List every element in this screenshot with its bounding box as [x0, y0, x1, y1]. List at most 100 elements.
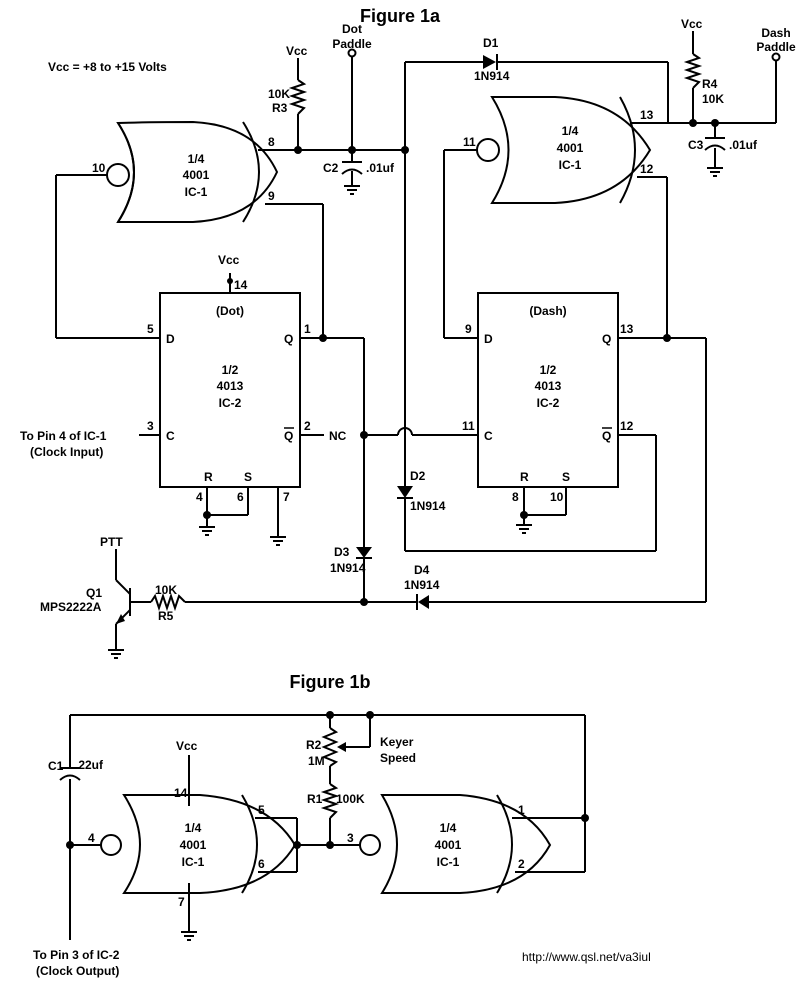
- keyer-speed-label: Speed: [380, 751, 416, 765]
- ff-fraction: 1/2: [222, 363, 239, 377]
- gate-fraction: 1/4: [185, 821, 202, 835]
- c1-label: C1: [48, 759, 64, 773]
- r3-value: 10K: [268, 87, 290, 101]
- ff-ic: IC-2: [537, 396, 560, 410]
- pin-number: 11: [462, 419, 475, 433]
- diode-d2: [397, 486, 413, 499]
- pin-number: 14: [174, 786, 188, 800]
- wiring-1a: [55, 31, 777, 650]
- vcc-label: Vcc: [286, 44, 308, 58]
- capacitor-c3: [704, 137, 726, 177]
- capacitor-c2: [341, 161, 363, 195]
- vcc-label: Vcc: [681, 17, 703, 31]
- pin-number: 5: [147, 322, 154, 336]
- ff-name: (Dot): [216, 304, 244, 318]
- pin-s-label: S: [562, 470, 570, 484]
- ff-part: 4013: [217, 379, 244, 393]
- pin-number: 10: [550, 490, 564, 504]
- pin-number: 11: [463, 135, 476, 149]
- pin-number: 13: [640, 108, 654, 122]
- pin-number: 2: [304, 419, 311, 433]
- pin-number: 8: [268, 135, 275, 149]
- pin-number: 9: [465, 322, 472, 336]
- gate-fraction: 1/4: [188, 152, 205, 166]
- d3-label: D3: [334, 545, 350, 559]
- gate-part: 4001: [183, 168, 210, 182]
- pin-d-label: D: [166, 332, 175, 346]
- ground-symbol: [180, 931, 198, 941]
- d4-label: D4: [414, 563, 430, 577]
- dot-paddle-label: Paddle: [332, 37, 372, 51]
- ground-symbol: [515, 524, 533, 534]
- pin-number: 4: [88, 831, 95, 845]
- ground-symbol: [269, 536, 287, 546]
- ff-fraction: 1/2: [540, 363, 557, 377]
- clock-output-label: To Pin 3 of IC-2: [33, 948, 120, 962]
- gate-part: 4001: [435, 838, 462, 852]
- keyer-speed-label: Keyer: [380, 735, 414, 749]
- ptt-label: PTT: [100, 535, 123, 549]
- c3-label: C3: [688, 138, 704, 152]
- dot-paddle-terminal: [347, 48, 357, 58]
- r2-value: 1M: [308, 754, 325, 768]
- gate-ic: IC-1: [182, 855, 205, 869]
- transistor-q1: [107, 579, 131, 659]
- r1-value: 100K: [336, 792, 365, 806]
- pin-number: 13: [620, 322, 634, 336]
- r3-label: R3: [272, 101, 288, 115]
- pin-number: 8: [512, 490, 519, 504]
- d3-part: 1N914: [330, 561, 366, 575]
- pin-number: 10: [92, 161, 106, 175]
- junctions-1b: [66, 711, 589, 849]
- q1-part: MPS2222A: [40, 600, 102, 614]
- pin-number: 1: [304, 322, 311, 336]
- junctions-1a: [203, 119, 719, 606]
- pin-c-label: C: [166, 429, 175, 443]
- c1-value: .22uf: [75, 758, 104, 772]
- r4-label: R4: [702, 77, 718, 91]
- vcc-label: Vcc: [218, 253, 240, 267]
- pin-number: 14: [234, 278, 248, 292]
- potentiometer-r2: [321, 727, 339, 767]
- wiring-1b: [69, 714, 586, 940]
- dash-paddle-label: Paddle: [756, 40, 796, 54]
- pin-qbar-label: Q: [602, 429, 611, 443]
- diode-d3: [356, 547, 372, 559]
- pin-number: 3: [347, 831, 354, 845]
- pin-number: 9: [268, 189, 275, 203]
- pin-r-label: R: [204, 470, 213, 484]
- d2-part: 1N914: [410, 499, 446, 513]
- r5-label: R5: [158, 609, 174, 623]
- nor-gate-ic1-osc-left: 1/4 4001 IC-1: [100, 794, 297, 894]
- pin-number: 5: [258, 803, 265, 817]
- clock-input-label: To Pin 4 of IC-1: [20, 429, 107, 443]
- pin-number: 3: [147, 419, 154, 433]
- gate-part: 4001: [180, 838, 207, 852]
- flip-flop-dot: (Dot) 1/2 4013 IC-2 D C Q Q R S: [159, 292, 301, 488]
- clock-output-label: (Clock Output): [36, 964, 119, 978]
- capacitor-c1: [59, 767, 81, 781]
- gate-ic: IC-1: [185, 185, 208, 199]
- pin-number: 2: [518, 857, 525, 871]
- dash-paddle-label: Dash: [761, 26, 790, 40]
- nor-gate-ic1-dot: 1/4 4001 IC-1: [106, 120, 279, 223]
- pin-number: 12: [620, 419, 634, 433]
- ground-symbol: [198, 526, 216, 536]
- flip-flop-dash: (Dash) 1/2 4013 IC-2 D C Q Q R S: [477, 292, 619, 488]
- pin-q-label: Q: [602, 332, 611, 346]
- gate-ic: IC-1: [559, 158, 582, 172]
- pin-number: 7: [178, 895, 185, 909]
- r5-value: 10K: [155, 583, 177, 597]
- figure-1a-title: Figure 1a: [360, 6, 441, 26]
- r1-label: R1: [307, 792, 323, 806]
- ff-ic: IC-2: [219, 396, 242, 410]
- resistor-r5: [150, 592, 186, 612]
- figure-1b-title: Figure 1b: [289, 672, 370, 692]
- supply-note: Vcc = +8 to +15 Volts: [48, 60, 167, 74]
- resistor-r3: [288, 79, 308, 115]
- dash-paddle-terminal: [771, 52, 781, 62]
- c2-label: C2: [323, 161, 339, 175]
- nor-gate-ic1-osc-right: 1/4 4001 IC-1: [359, 794, 552, 894]
- dot-paddle-label: Dot: [342, 22, 362, 36]
